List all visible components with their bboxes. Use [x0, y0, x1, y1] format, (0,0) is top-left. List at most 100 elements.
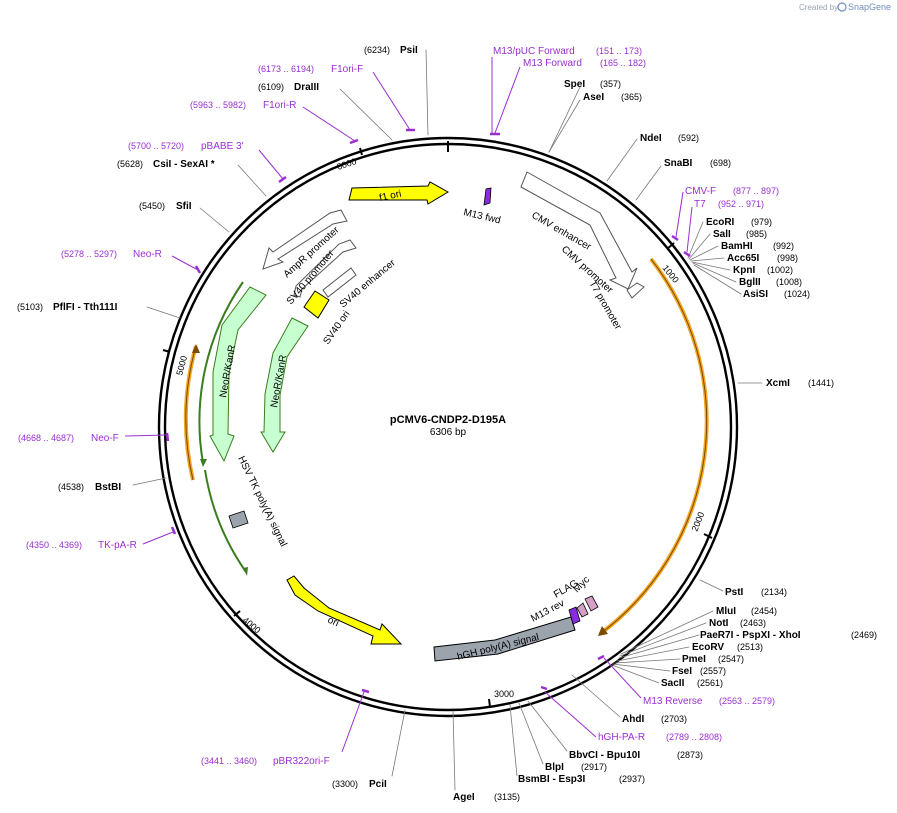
svg-text:(2563 .. 2579): (2563 .. 2579)	[719, 696, 775, 706]
orf-cndp2-arrowhead	[598, 626, 608, 636]
svg-text:(5278 .. 5297): (5278 .. 5297)	[61, 249, 117, 259]
svg-text:F1ori-R: F1ori-R	[263, 100, 296, 111]
primer-t7: T7 (952 .. 971)	[683, 199, 764, 258]
svg-text:(2134): (2134)	[761, 587, 787, 597]
enzyme-psti: PstI (2134)	[699, 579, 787, 598]
svg-text:(6173 .. 6194): (6173 .. 6194)	[258, 64, 314, 74]
enzyme-pmei: PmeI	[682, 654, 706, 665]
svg-text:(5628): (5628)	[117, 159, 143, 169]
enzyme-ahdi: AhdI (2703)	[571, 674, 687, 725]
tick-label-5000: 5000	[174, 355, 189, 377]
enzyme-sacii: SacII	[661, 678, 685, 689]
svg-text:PstI: PstI	[725, 587, 744, 598]
svg-text:CMV-F: CMV-F	[685, 186, 716, 197]
enzyme-bsmbi-esp3i: BsmBI - Esp3I (2937)	[509, 704, 645, 785]
svg-text:(2873): (2873)	[677, 750, 703, 760]
feature-sv40-promoter	[293, 239, 357, 298]
enzyme-mcs-cluster	[687, 221, 742, 295]
svg-text:AgeI: AgeI	[453, 792, 475, 803]
enzyme-kpni: KpnI	[733, 265, 755, 276]
svg-text:(592): (592)	[678, 133, 699, 143]
svg-text:Neo-F: Neo-F	[91, 433, 119, 444]
svg-text:Neo-R: Neo-R	[133, 249, 162, 260]
enzyme-agei: AgeI (3135)	[452, 710, 520, 803]
svg-text:M13 Forward: M13 Forward	[523, 58, 582, 69]
svg-text:PflFI - Tth111I: PflFI - Tth111I	[53, 302, 118, 313]
primer-m13-puc-forward: M13/pUC Forward (151 .. 173)	[490, 46, 642, 136]
feature-m13-rev	[568, 606, 581, 625]
tick-label-3000: 3000	[494, 689, 514, 699]
svg-text:SpeI: SpeI	[564, 79, 585, 90]
enzyme-ndei: NdeI (592)	[606, 133, 699, 182]
svg-text:(2561): (2561)	[697, 678, 723, 688]
primer-f1ori-r: (5963 .. 5982) F1ori-R	[190, 100, 359, 145]
enzyme-psii: (6234) PsiI	[364, 45, 429, 136]
svg-text:(6234): (6234)	[364, 45, 390, 55]
svg-text:PciI: PciI	[369, 779, 387, 790]
primer-cmv-f: CMV-F (877 .. 897)	[671, 186, 779, 242]
enzyme-ecorv: EcoRV	[692, 642, 724, 653]
enzyme-bamhi: BamHI	[721, 241, 753, 252]
svg-text:(2513): (2513)	[737, 642, 763, 652]
svg-text:BstBI: BstBI	[95, 482, 121, 493]
svg-text:M13 Reverse: M13 Reverse	[643, 696, 703, 707]
svg-text:(3135): (3135)	[494, 792, 520, 802]
svg-text:(4350 .. 4369): (4350 .. 4369)	[26, 540, 82, 550]
enzyme-mlui: MluI	[716, 606, 736, 617]
svg-text:(3441 .. 3460): (3441 .. 3460)	[201, 756, 257, 766]
svg-text:pBABE 3': pBABE 3'	[201, 141, 244, 152]
svg-text:(2469): (2469)	[851, 630, 877, 640]
primer-pbabe-3: (5700 .. 5720) pBABE 3'	[128, 141, 287, 184]
svg-text:(151 .. 173): (151 .. 173)	[596, 46, 642, 56]
feature-ori	[286, 575, 403, 645]
snapgene-name: SnapGene	[848, 2, 891, 12]
svg-text:(2917): (2917)	[581, 762, 607, 772]
svg-text:(1024): (1024)	[784, 289, 810, 299]
feature-myc	[584, 595, 599, 612]
enzyme-snabi: SnaBI (698)	[635, 158, 731, 201]
feature-neor-kanr-2	[260, 317, 309, 453]
feature-hgh-polya	[433, 616, 576, 662]
svg-text:M13/pUC Forward: M13/pUC Forward	[493, 46, 575, 57]
enzyme-blpi: BlpI (2917)	[518, 702, 607, 773]
feature-sv40-enhancer	[322, 267, 357, 298]
svg-text:SnaBI: SnaBI	[664, 158, 693, 169]
svg-text:(1002): (1002)	[767, 265, 793, 275]
enzyme-draiii: (6109) DraIII	[258, 82, 393, 141]
svg-text:(698): (698)	[710, 158, 731, 168]
svg-text:DraIII: DraIII	[294, 82, 319, 93]
feature-flag	[576, 602, 589, 618]
enzyme-sali: SalI	[713, 229, 731, 240]
enzyme-bglii: BglII	[739, 277, 761, 288]
enzyme-acc65i: Acc65I	[727, 253, 759, 264]
svg-text:(3300): (3300)	[332, 779, 358, 789]
feature-label-f1-ori: f1 ori	[378, 189, 402, 204]
primer-sites: M13/pUC Forward (151 .. 173) M13 Forward…	[18, 46, 779, 767]
feature-label-sv40-ori: SV40 ori	[321, 309, 352, 347]
snapgene-logo: Created by SnapGene	[799, 2, 891, 12]
svg-text:BbvCI - Bpu10I: BbvCI - Bpu10I	[569, 750, 640, 761]
feature-hsv-tk-polya	[228, 510, 249, 529]
feature-cmv-enhancer	[520, 171, 638, 290]
enzyme-noti: NotI	[709, 618, 729, 629]
svg-text:SfiI: SfiI	[176, 201, 192, 212]
svg-text:BsmBI - Esp3I: BsmBI - Esp3I	[518, 774, 585, 785]
svg-text:NdeI: NdeI	[640, 133, 662, 144]
svg-text:(979): (979)	[751, 217, 772, 227]
svg-text:(165 .. 182): (165 .. 182)	[600, 58, 646, 68]
feature-label-sv40-enhancer: SV40 enhancer	[338, 257, 398, 310]
enzyme-asei: AseI	[583, 92, 604, 103]
orf-arcs	[183, 257, 709, 636]
svg-text:T7: T7	[694, 199, 706, 210]
svg-text:F1ori-F: F1ori-F	[331, 64, 363, 75]
svg-text:(5450): (5450)	[139, 201, 165, 211]
primer-hgh-pa-r: hGH-PA-R (2789 .. 2808)	[540, 685, 722, 743]
primer-tk-pa-r: (4350 .. 4369) TK-pA-R	[26, 526, 177, 551]
svg-text:(1008): (1008)	[776, 277, 802, 287]
svg-text:(357): (357)	[600, 79, 621, 89]
svg-text:(4538): (4538)	[58, 482, 84, 492]
svg-text:(1441): (1441)	[808, 378, 834, 388]
enzyme-ecori: EcoRI	[706, 217, 735, 228]
snapgene-icon	[837, 2, 847, 12]
svg-text:(2789 .. 2808): (2789 .. 2808)	[666, 732, 722, 742]
